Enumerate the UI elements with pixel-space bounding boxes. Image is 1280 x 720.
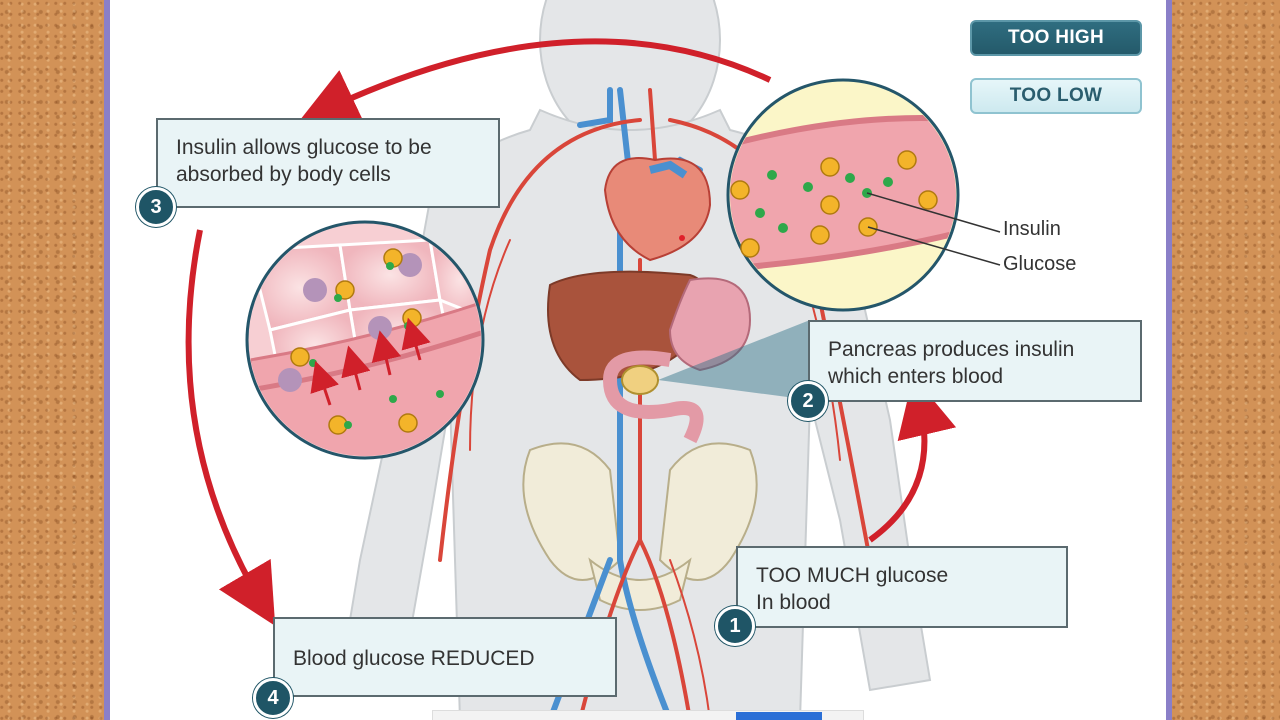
stomach [668, 277, 752, 372]
glucose-label: Glucose [1003, 253, 1077, 275]
pancreas-callout [658, 320, 810, 400]
step-2-box: Pancreas produces insulin which enters b… [808, 320, 1142, 402]
step-3-line2: absorbed by body cells [176, 163, 391, 186]
step-3-line1: Insulin allows glucose to be [176, 136, 432, 159]
step-1-line2: In blood [756, 591, 831, 614]
bottom-scroll-strip [432, 710, 864, 720]
step-4-box: Blood glucose REDUCED [273, 617, 617, 697]
step-4-badge: 4 [253, 678, 293, 718]
bottom-scroll-thumb[interactable] [736, 712, 822, 720]
arrow-right [868, 375, 957, 543]
slide-frame: TOO HIGH TOO LOW Insulin Glucose Insulin… [104, 0, 1172, 720]
pancreas [621, 365, 659, 395]
corkboard-left [0, 0, 110, 720]
step-2-line1: Pancreas produces insulin [828, 338, 1075, 361]
body-cells-zoom [245, 220, 485, 460]
too-low-button[interactable]: TOO LOW [970, 78, 1142, 114]
heart [603, 157, 712, 262]
step-3-badge: 3 [136, 187, 176, 227]
step-3-box: Insulin allows glucose to be absorbed by… [156, 118, 500, 208]
insulin-dots [755, 170, 893, 233]
intestine [602, 350, 704, 444]
corkboard-right [1172, 0, 1280, 720]
step-4-line1: Blood glucose REDUCED [293, 647, 535, 670]
arrow-top [297, 38, 772, 125]
step-2-badge: 2 [788, 381, 828, 421]
step-1-line1: TOO MUCH glucose [756, 564, 949, 587]
glucose-dots [730, 150, 938, 258]
step-2-line2: which enters blood [828, 365, 1004, 388]
arrow-left [185, 229, 276, 626]
step-1-box: TOO MUCH glucose In blood [736, 546, 1068, 628]
too-high-button[interactable]: TOO HIGH [970, 20, 1142, 56]
insulin-label: Insulin [1003, 218, 1061, 240]
step-1-badge: 1 [715, 606, 755, 646]
